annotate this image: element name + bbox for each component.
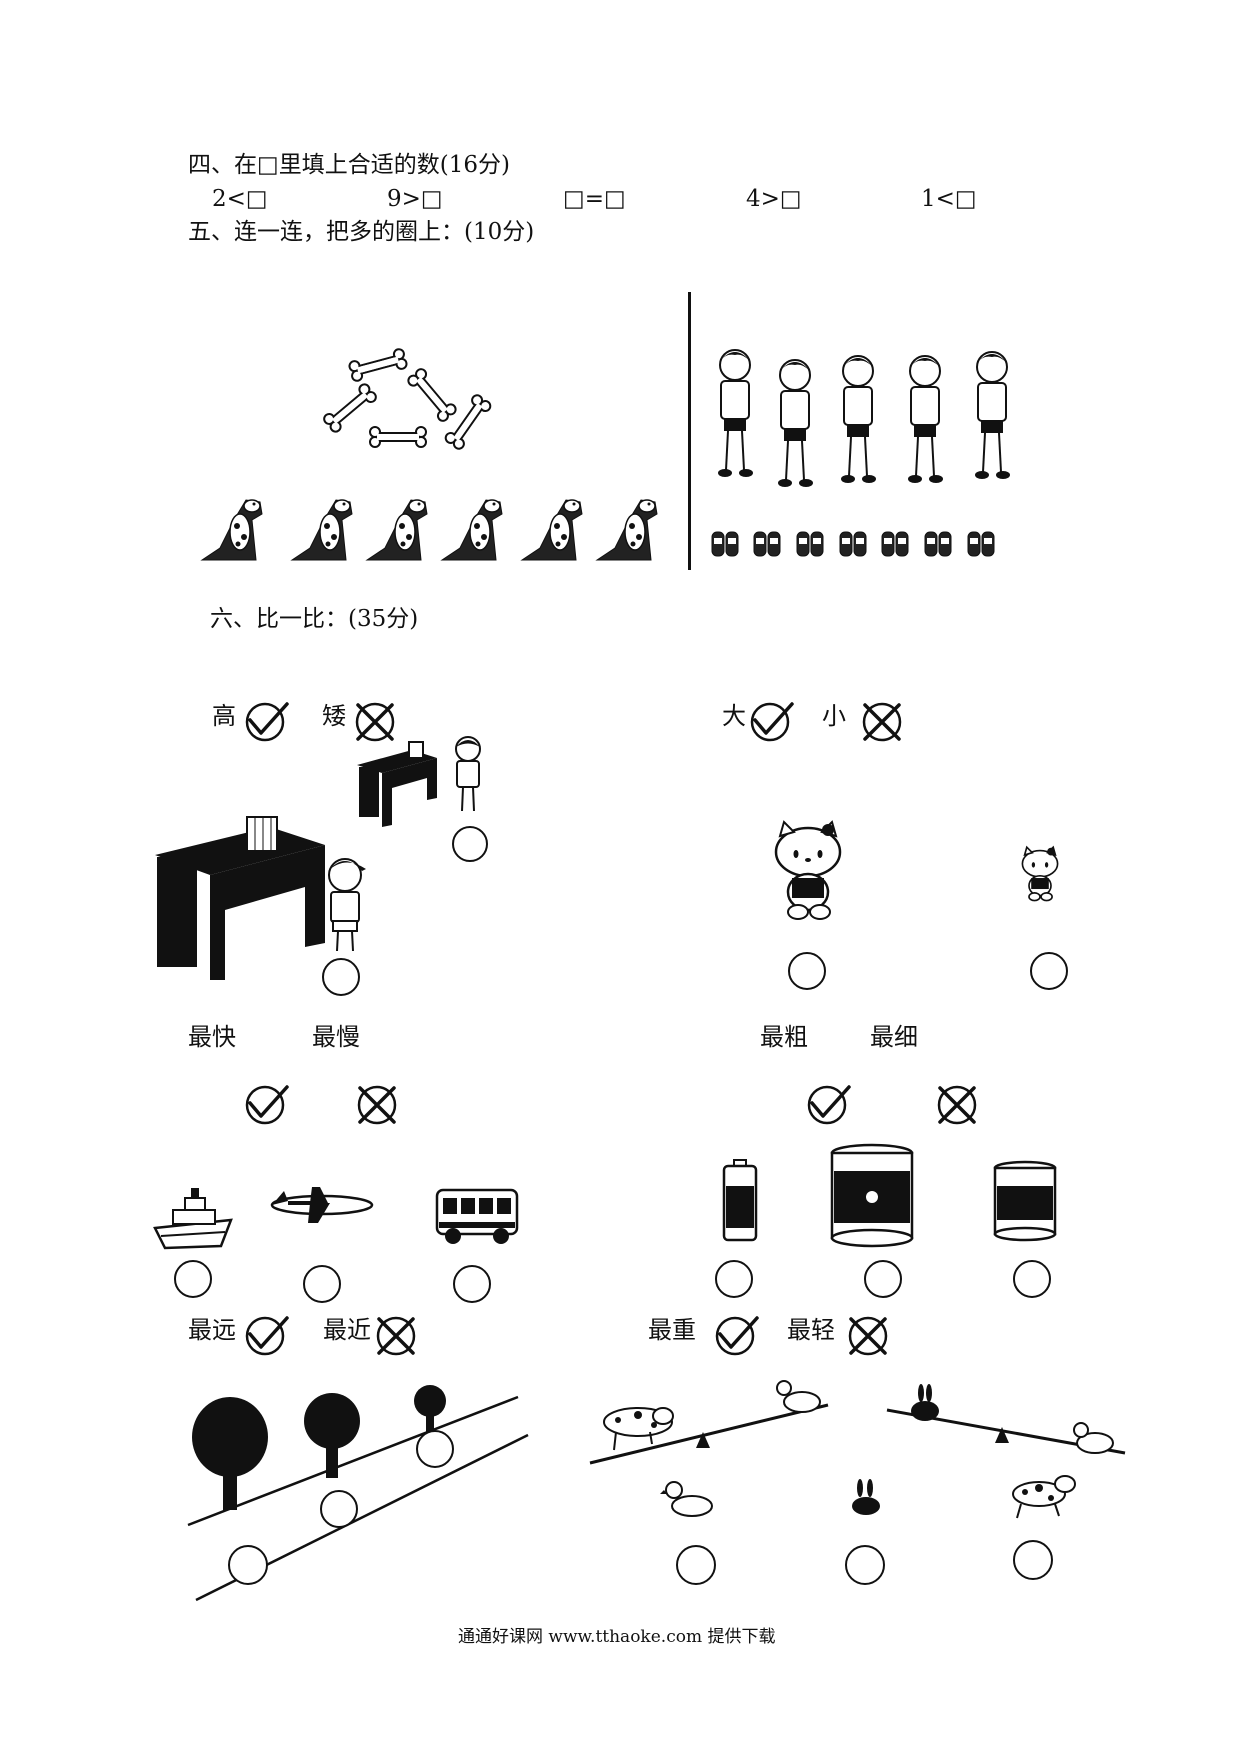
label-slowest: 最慢	[312, 1023, 360, 1051]
cross-circle-icon	[937, 1085, 977, 1125]
battery-icon	[722, 1159, 758, 1242]
check-circle-icon	[245, 1316, 289, 1356]
label-nearest: 最近	[323, 1316, 371, 1344]
cross-circle-icon	[355, 702, 395, 742]
bus-icon	[435, 1188, 519, 1244]
answer-circle[interactable]	[676, 1545, 716, 1585]
check-circle-icon	[807, 1085, 851, 1125]
dog-icon	[596, 499, 658, 561]
section5-title: 五、连一连，把多的圈上：(10分)	[188, 219, 535, 245]
child-icon	[717, 349, 754, 478]
label-fastest: 最快	[188, 1023, 236, 1051]
section4-title: 四、在□里填上合适的数(16分)	[188, 152, 510, 178]
shoe-icon	[839, 531, 867, 557]
label-short: 矮	[322, 702, 346, 730]
shoe-icon	[796, 531, 824, 557]
seesaw-icon	[589, 1380, 829, 1465]
bone-icon	[321, 381, 379, 435]
shoe-icon	[711, 531, 739, 557]
shoes-group	[711, 531, 995, 557]
ship-icon	[153, 1188, 233, 1250]
tin-can-icon	[830, 1143, 914, 1248]
label-farthest: 最远	[188, 1316, 236, 1344]
answer-circle[interactable]	[864, 1260, 902, 1298]
bone-icon	[442, 392, 494, 452]
check-circle-icon	[715, 1316, 759, 1356]
answer-circle[interactable]	[416, 1430, 454, 1468]
label-heaviest: 最重	[648, 1316, 696, 1344]
answer-circle[interactable]	[788, 952, 826, 990]
label-big: 大	[722, 702, 746, 730]
answer-circle[interactable]	[715, 1260, 753, 1298]
answer-circle[interactable]	[1013, 1540, 1053, 1580]
bones-group	[321, 347, 494, 452]
boy-icon	[455, 736, 481, 812]
answer-circle[interactable]	[1013, 1260, 1051, 1298]
dog-icon	[291, 499, 353, 561]
cross-circle-icon	[862, 702, 902, 742]
answer-circle[interactable]	[453, 1265, 491, 1303]
cross-circle-icon	[357, 1085, 397, 1125]
seesaw-icon	[886, 1384, 1126, 1455]
answer-circle[interactable]	[845, 1545, 885, 1585]
fill-item-4: 4>□	[746, 186, 802, 212]
desk-icon	[155, 816, 325, 980]
tree-icon	[414, 1385, 446, 1437]
label-thickest: 最粗	[760, 1023, 808, 1051]
bone-icon	[347, 347, 409, 383]
dog-icon	[366, 499, 428, 561]
check-circle-icon	[245, 1085, 289, 1125]
shoe-icon	[967, 531, 995, 557]
label-lightest: 最轻	[787, 1316, 835, 1344]
answer-circle[interactable]	[174, 1260, 212, 1298]
puppy-icon	[1012, 1475, 1076, 1519]
fill-item-1: 2<□	[212, 186, 268, 212]
tree-icon	[192, 1397, 268, 1510]
answer-circle[interactable]	[452, 826, 488, 862]
child-icon	[907, 355, 944, 484]
shoe-icon	[924, 531, 952, 557]
shoe-icon	[753, 531, 781, 557]
child-icon	[840, 355, 877, 484]
fill-item-2: 9>□	[387, 186, 443, 212]
answer-circle[interactable]	[303, 1265, 341, 1303]
label-small: 小	[822, 702, 846, 730]
answer-circle[interactable]	[228, 1545, 268, 1585]
desk-icon	[357, 741, 437, 827]
airplane-icon	[270, 1187, 374, 1223]
kitty-icon	[1021, 845, 1059, 902]
answer-circle[interactable]	[320, 1490, 358, 1528]
dog-icon	[441, 499, 503, 561]
kitty-icon	[774, 820, 842, 920]
fill-item-3: □=□	[563, 186, 626, 212]
dogs-group	[201, 499, 658, 561]
answer-circle[interactable]	[322, 958, 360, 996]
check-circle-icon	[750, 702, 794, 742]
page-footer: 通通好课网 www.tthaoke.com 提供下载	[458, 1627, 776, 1647]
answer-circle[interactable]	[1030, 952, 1068, 990]
cross-circle-icon	[376, 1316, 416, 1356]
rabbit-icon	[852, 1479, 880, 1515]
shoe-icon	[881, 531, 909, 557]
duck-icon	[660, 1481, 713, 1517]
label-tall: 高	[212, 702, 236, 730]
vertical-divider	[688, 292, 691, 570]
dog-icon	[521, 499, 583, 561]
child-icon	[777, 359, 814, 488]
cross-circle-icon	[848, 1316, 888, 1356]
boy-icon	[328, 858, 366, 952]
tin-can-icon	[993, 1160, 1057, 1242]
label-thinnest: 最细	[870, 1023, 918, 1051]
child-icon	[974, 351, 1011, 480]
tree-icon	[304, 1393, 360, 1478]
fill-item-5: 1<□	[921, 186, 977, 212]
bone-icon	[405, 366, 459, 424]
bone-icon	[369, 426, 427, 448]
section6-title: 六、比一比：(35分)	[210, 606, 419, 632]
dog-icon	[201, 499, 263, 561]
check-circle-icon	[245, 702, 289, 742]
children-group	[717, 349, 1011, 488]
